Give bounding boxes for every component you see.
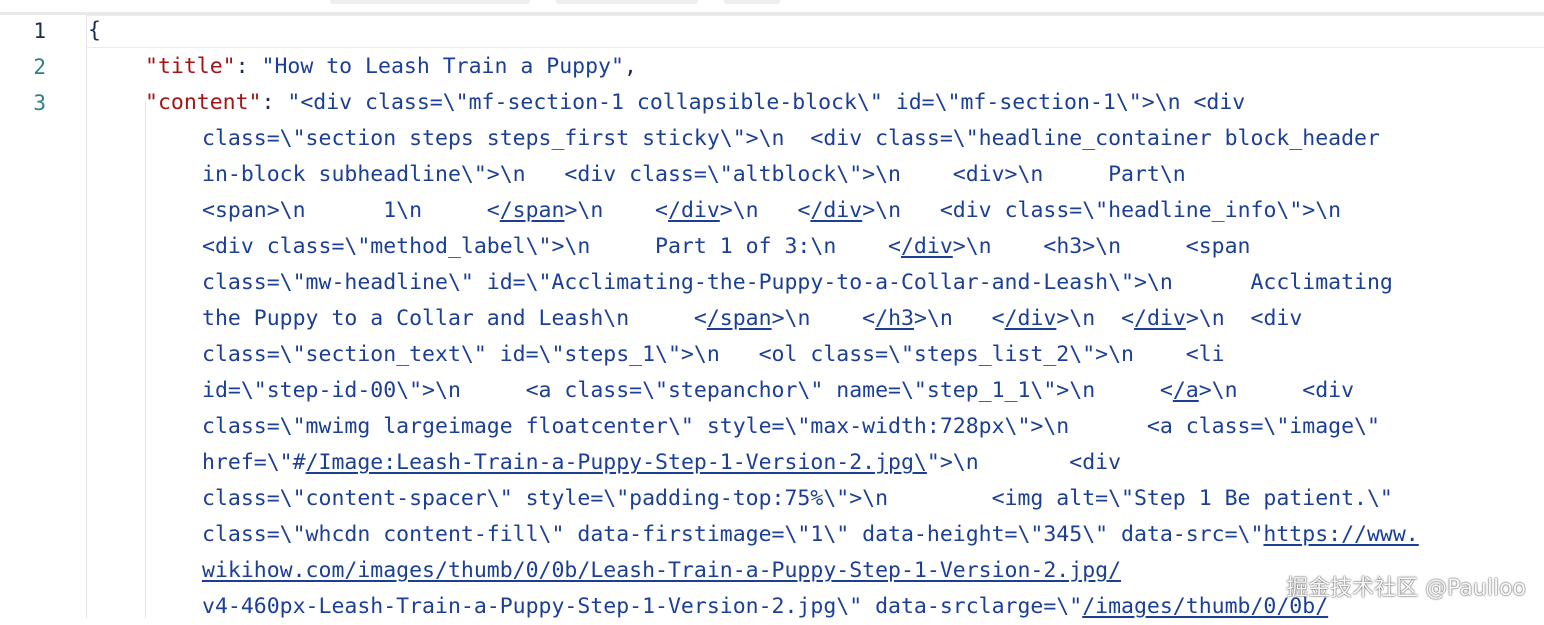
- code-token: <div class=\"method_label\">\n Part 1 of…: [202, 234, 901, 259]
- code-token: class=\"mwimg largeimage floatcenter\" s…: [202, 414, 1380, 439]
- code-token: >\n <div class=\"headline_info\">\n: [862, 198, 1342, 223]
- code-token: >\n <: [913, 306, 1005, 331]
- code-line: <span>\n 1\n </span>\n </div>\n </div>\n…: [202, 193, 1341, 229]
- code-line: the Puppy to a Collar and Leash\n </span…: [202, 301, 1302, 337]
- code-token: >\n <: [771, 306, 876, 331]
- gutter-divider: [86, 15, 87, 618]
- code-line: v4-460px-Leash-Train-a-Puppy-Step-1-Vers…: [202, 589, 1328, 625]
- code-token: v4-460px-Leash-Train-a-Puppy-Step-1-Vers…: [202, 594, 1083, 619]
- code-token: >\n <: [1056, 306, 1135, 331]
- code-token: "How to Leash Train a Puppy": [261, 54, 624, 79]
- tab-stub[interactable]: [724, 0, 780, 4]
- code-token: >\n <h3>\n <span: [952, 234, 1251, 259]
- code-line: class=\"mw-headline\" id=\"Acclimating-t…: [202, 265, 1393, 301]
- code-token: >\n <: [564, 198, 669, 223]
- code-line: wikihow.com/images/thumb/0/0b/Leash-Trai…: [202, 553, 1121, 589]
- code-link[interactable]: https://www.: [1263, 522, 1419, 547]
- code-token: the Puppy to a Collar and Leash\n <: [202, 306, 707, 331]
- code-token[interactable]: /div: [668, 198, 720, 223]
- tab-bar: [0, 0, 1544, 15]
- code-token[interactable]: /div: [1134, 306, 1186, 331]
- code-token: >\n <div: [1198, 378, 1355, 403]
- code-token: >\n <: [719, 198, 811, 223]
- code-token[interactable]: /span: [499, 198, 565, 223]
- code-token: class=\"section steps steps_first sticky…: [202, 126, 1380, 151]
- code-token[interactable]: /div: [1004, 306, 1057, 331]
- code-line: class=\"content-spacer\" style=\"padding…: [202, 481, 1393, 517]
- code-token: ,: [623, 54, 637, 79]
- code-token[interactable]: /span: [706, 306, 772, 331]
- code-token: id=\"step-id-00\">\n <a class=\"stepanch…: [202, 378, 1173, 403]
- indent-guide: [145, 101, 146, 618]
- code-line: href=\"#/Image:Leash-Train-a-Puppy-Step-…: [202, 445, 1121, 481]
- code-token[interactable]: /div: [810, 198, 863, 223]
- code-token: "title": [145, 54, 236, 79]
- code-line: class=\"section steps steps_first sticky…: [202, 121, 1380, 157]
- code-line: "content": "<div class=\"mf-section-1 co…: [145, 85, 1245, 121]
- line-number-gutter: 1 2 3: [0, 15, 86, 618]
- tab-stub[interactable]: [330, 0, 530, 4]
- watermark: 掘金技术社区 @Paulloo: [1286, 576, 1526, 601]
- code-line: class=\"whcdn content-fill\" data-firsti…: [202, 517, 1419, 553]
- line-number: 3: [33, 91, 46, 115]
- code-token[interactable]: /h3: [875, 306, 914, 331]
- tab-stub[interactable]: [556, 0, 698, 4]
- code-line: class=\"section_text\" id=\"steps_1\">\n…: [202, 337, 1225, 373]
- code-token: in-block subheadline\">\n <div class=\"a…: [202, 162, 1186, 187]
- code-line: "title": "How to Leash Train a Puppy",: [145, 49, 637, 85]
- code-token: :: [235, 54, 262, 79]
- code-line: <div class=\"method_label\">\n Part 1 of…: [202, 229, 1250, 265]
- code-token: class=\"section_text\" id=\"steps_1\">\n…: [202, 342, 1225, 367]
- code-token: class=\"mw-headline\" id=\"Acclimating-t…: [202, 270, 1393, 295]
- code-token: {: [88, 18, 101, 43]
- code-token: class=\"whcdn content-fill\" data-firsti…: [202, 522, 1264, 547]
- code-line: {: [88, 13, 101, 49]
- code-editor[interactable]: 1 2 3 { "title": "How to Leash Train a Pupp…: [0, 13, 1544, 619]
- code-token: "<div class=\"mf-section-1 collapsible-b…: [287, 90, 1246, 115]
- code-token: ">\n <div: [926, 450, 1122, 475]
- code-line: in-block subheadline\">\n <div class=\"a…: [202, 157, 1186, 193]
- code-token[interactable]: /a: [1172, 378, 1199, 403]
- code-token: class=\"content-spacer\" style=\"padding…: [202, 486, 1393, 511]
- code-link[interactable]: wikihow.com/images/thumb/0/0b/Leash-Trai…: [202, 558, 1122, 583]
- line-number: 2: [33, 55, 46, 79]
- code-token[interactable]: /div: [900, 234, 953, 259]
- code-token: href=\"#: [202, 450, 306, 475]
- current-line-highlight: [87, 15, 1544, 48]
- code-line: class=\"mwimg largeimage floatcenter\" s…: [202, 409, 1380, 445]
- code-line: id=\"step-id-00\">\n <a class=\"stepanch…: [202, 373, 1354, 409]
- line-number: 1: [33, 19, 46, 43]
- code-token[interactable]: /Image:Leash-Train-a-Puppy-Step-1-Versio…: [305, 450, 927, 475]
- code-token: <span>\n 1\n <: [202, 198, 500, 223]
- code-token: :: [261, 90, 288, 115]
- code-token: >\n <div: [1185, 306, 1303, 331]
- code-token: "content": [145, 90, 262, 115]
- code-link[interactable]: /images/thumb/0/0b/: [1082, 594, 1329, 619]
